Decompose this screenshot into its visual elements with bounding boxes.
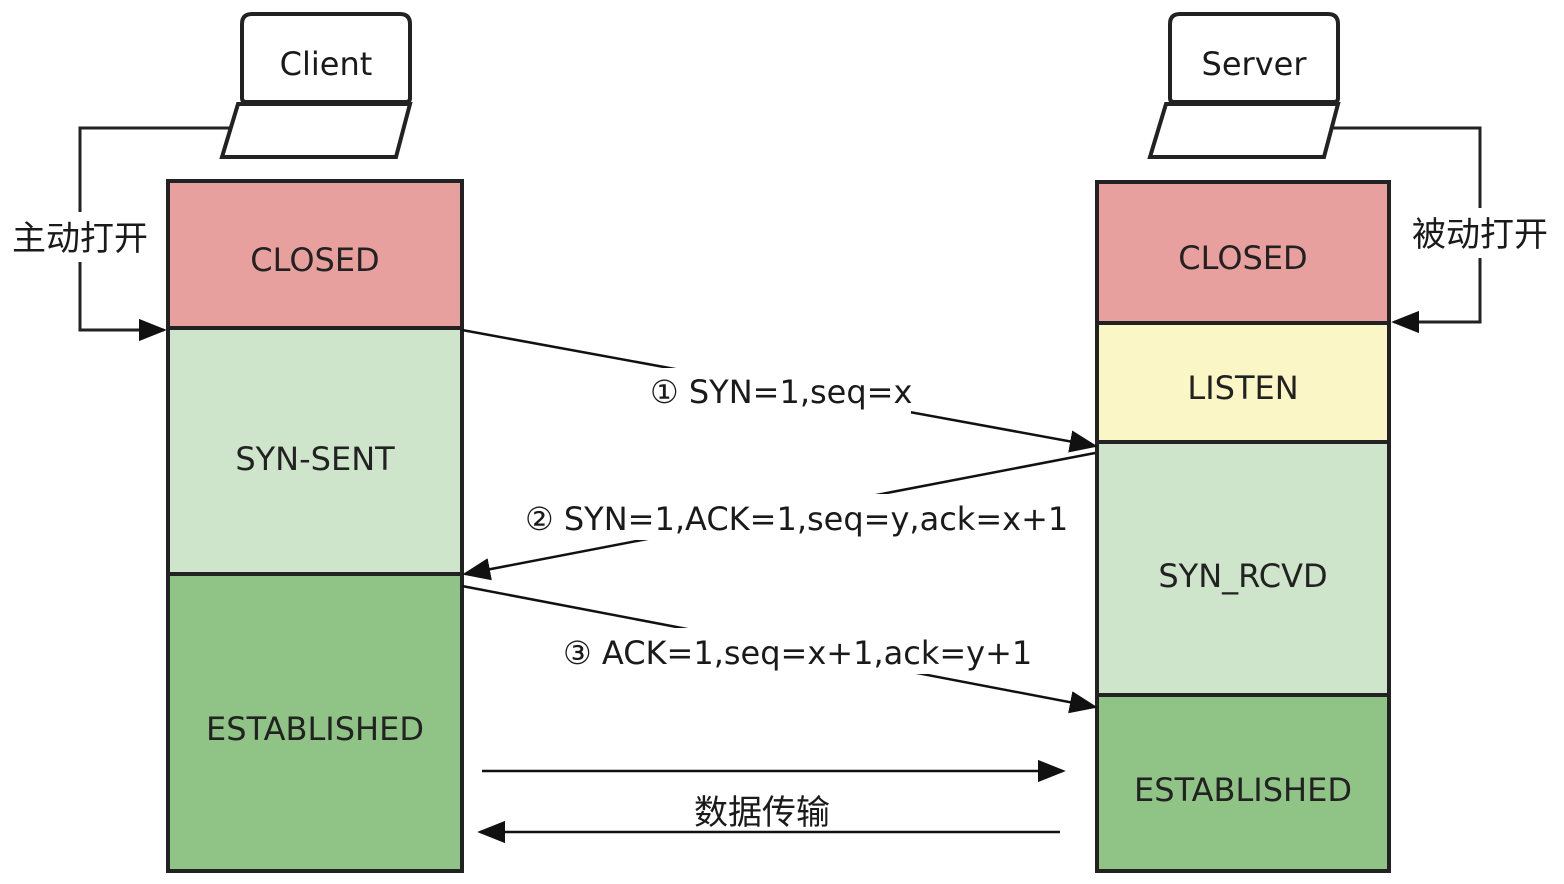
- step3-ack-label: ③ ACK=1,seq=x+1,ack=y+1: [563, 634, 1032, 672]
- client-state-syn-sent-label: SYN-SENT: [235, 440, 395, 478]
- server-state-closed-label: CLOSED: [1178, 239, 1307, 277]
- server-label: Server: [1202, 45, 1308, 83]
- server-state-syn-rcvd-label: SYN_RCVD: [1158, 557, 1327, 595]
- server-state-established-label: ESTABLISHED: [1134, 771, 1352, 809]
- client-laptop-icon: Client: [219, 12, 413, 159]
- step2-label-bg: [520, 494, 1042, 540]
- server-laptop-base: [1147, 102, 1341, 159]
- client-state-established: [166, 572, 464, 873]
- client-state-closed-label: CLOSED: [250, 241, 379, 279]
- server-state-syn-rcvd: [1095, 440, 1391, 697]
- client-laptop-base: [219, 102, 413, 159]
- data-transfer-label: 数据传输: [694, 793, 830, 833]
- step1-label-bg: [645, 368, 911, 414]
- client-state-established-label: ESTABLISHED: [206, 710, 424, 748]
- server-laptop-icon: Server: [1147, 12, 1341, 159]
- server-state-column: CLOSED LISTEN SYN_RCVD ESTABLISHED: [1095, 180, 1391, 873]
- server-state-listen-label: LISTEN: [1187, 369, 1298, 407]
- client-active-open-label: 主动打开: [12, 219, 148, 259]
- server-open-label-bg: [1402, 208, 1560, 258]
- client-open-label-bg: [4, 212, 156, 262]
- server-state-established: [1095, 693, 1391, 873]
- client-label: Client: [280, 45, 373, 83]
- step2-syn-ack-label: ② SYN=1,ACK=1,seq=y,ack=x+1: [525, 500, 1068, 538]
- client-state-column: CLOSED SYN-SENT ESTABLISHED: [166, 179, 464, 873]
- step3-label-bg: [558, 628, 1004, 674]
- server-passive-open-label: 被动打开: [1412, 215, 1548, 255]
- step1-syn-label: ① SYN=1,seq=x: [650, 373, 912, 411]
